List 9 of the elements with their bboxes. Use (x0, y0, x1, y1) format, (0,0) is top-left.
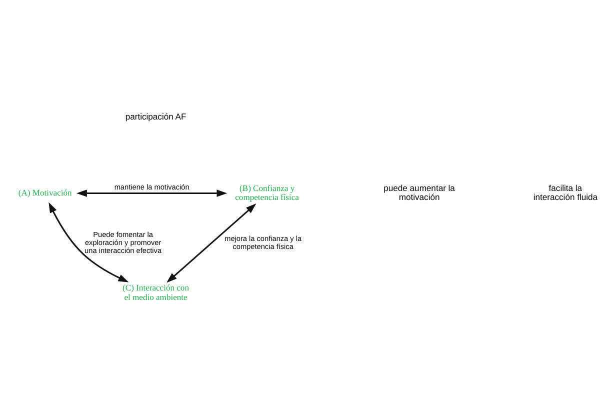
arrow (166, 203, 256, 283)
arrow (76, 190, 228, 197)
node-text: (B) Confianza y competencia física (235, 182, 299, 202)
node-text: (C) Interacción con el medio ambiente (122, 282, 190, 302)
label: facilita la interacción fluida (533, 182, 598, 202)
arrow (48, 202, 129, 282)
label: puede aumentar la motivación (384, 182, 455, 202)
node-text: (A) Motivación (18, 188, 72, 198)
label: participación AF (125, 112, 186, 122)
